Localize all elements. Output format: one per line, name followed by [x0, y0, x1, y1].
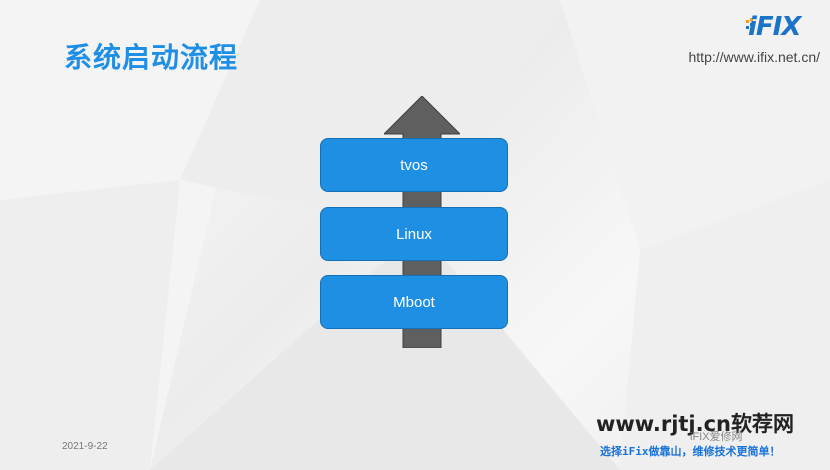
- watermark-text: www.rjtj.cn软荐网: [596, 412, 795, 436]
- ifix-logo: iFIX: [744, 12, 824, 46]
- logo-dots-icon: [746, 18, 753, 29]
- slide-title: 系统启动流程: [64, 41, 239, 74]
- slide-date: 2021-9-22: [62, 441, 108, 452]
- website-url: http://www.ifix.net.cn/: [688, 49, 821, 65]
- logo-text: iFIX: [748, 12, 801, 42]
- layer-linux: Linux: [320, 207, 508, 261]
- social-account-label: iFIX爱修网: [690, 431, 743, 443]
- slogan-banner: 选择iFix做靠山，维修技术更简单！: [600, 445, 781, 458]
- layer-tvos: tvos: [320, 138, 508, 192]
- layer-mboot: Mboot: [320, 275, 508, 329]
